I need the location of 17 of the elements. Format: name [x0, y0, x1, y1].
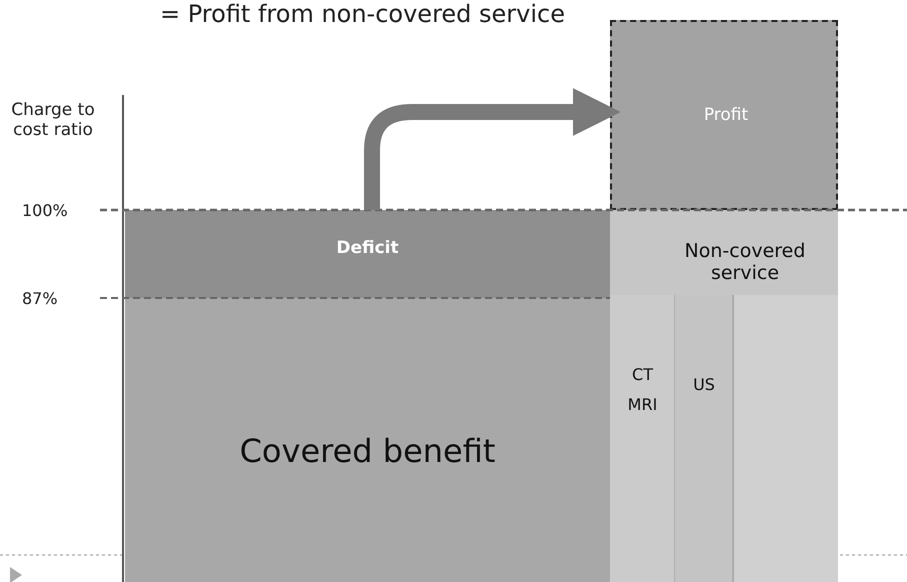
tick-label: 87%: [22, 289, 58, 308]
column-label: Non-covered service: [684, 240, 806, 284]
band-label: Profit: [704, 105, 748, 126]
covered-benefit-band: [125, 298, 610, 582]
deficit-band: [125, 210, 610, 298]
band-label: CT MRI: [628, 365, 658, 414]
non-covered-service-column: [610, 210, 838, 582]
band-label: Covered benefit: [240, 432, 496, 470]
band-label: Deficit: [336, 238, 399, 258]
tick-label: 100%: [22, 201, 68, 220]
service-column: [733, 295, 838, 582]
profit-box: [610, 20, 838, 210]
axis-title: Charge to cost ratio: [10, 100, 96, 140]
ct-mri-column: [610, 295, 675, 582]
arrow: [364, 88, 621, 210]
title: = Profit from non-covered service: [160, 0, 565, 28]
band-label: US: [693, 375, 715, 394]
